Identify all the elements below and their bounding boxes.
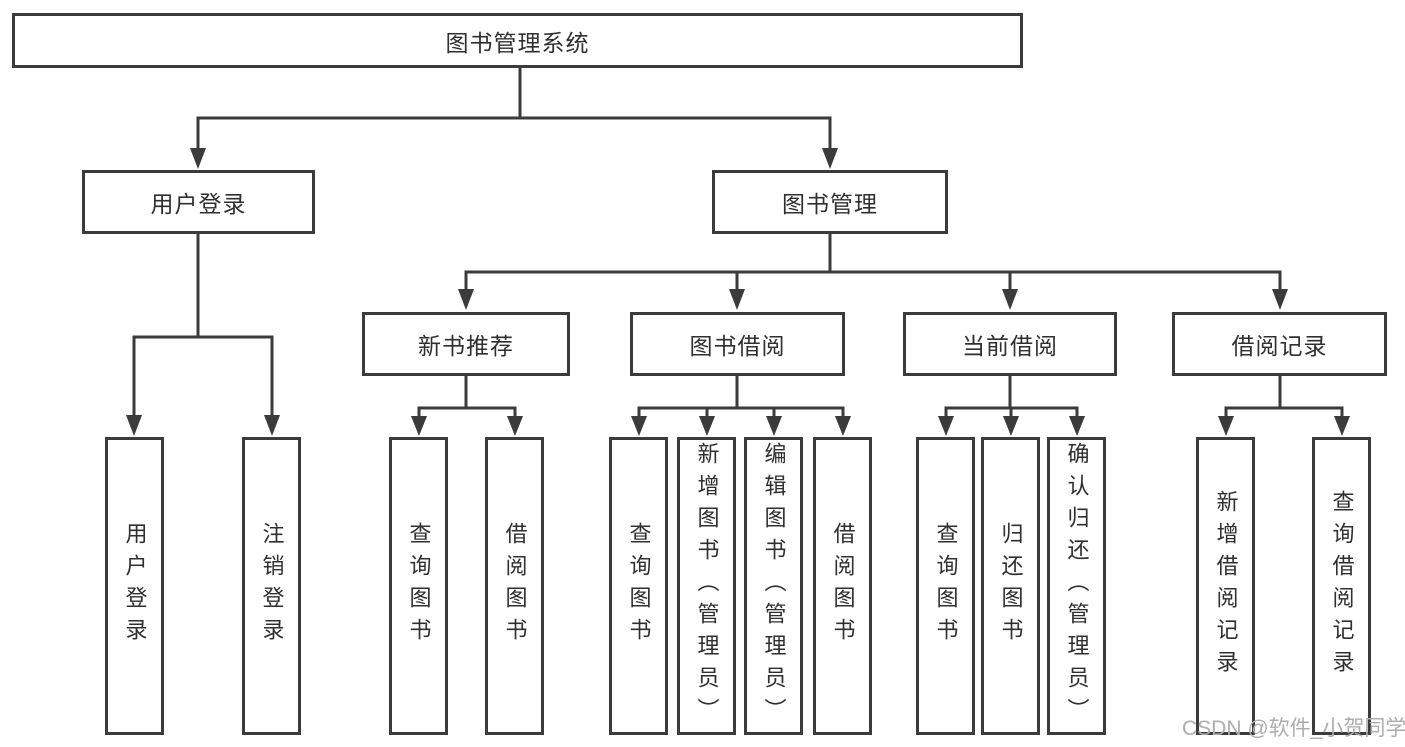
node-book-management-branch-label: 图书管理: [782, 191, 878, 217]
node-root-system: 图书管理系统: [12, 13, 1023, 68]
node-leaf-borrow-book-borrow: 借阅图书: [813, 437, 872, 735]
connector-borrow-records-split: [1218, 374, 1350, 436]
csdn-watermark: CSDN @软件_小贺同学: [1182, 717, 1405, 740]
node-leaf-borrow-book-recommend: 借阅图书: [485, 437, 544, 735]
node-leaf-return-book-label: 归还图书: [998, 522, 1024, 650]
node-leaf-edit-book-admin-label: 编辑图书（管理员）: [761, 442, 787, 730]
node-leaf-user-login-label: 用户登录: [122, 522, 148, 650]
node-leaf-query-book-recommend-label: 查询图书: [406, 522, 432, 650]
node-leaf-return-book: 归还图书: [981, 437, 1040, 735]
node-root-system-label: 图书管理系统: [445, 29, 590, 56]
node-leaf-add-book-admin-label: 新增图书（管理员）: [694, 442, 720, 730]
node-leaf-query-book-current: 查询图书: [916, 437, 975, 735]
node-book-management-branch: 图书管理: [712, 170, 948, 234]
node-leaf-query-book-borrow: 查询图书: [609, 437, 668, 735]
node-leaf-query-book-current-label: 查询图书: [933, 522, 959, 650]
node-leaf-logout-label: 注销登录: [259, 522, 285, 650]
node-leaf-logout: 注销登录: [242, 437, 301, 735]
node-user-login-branch-label: 用户登录: [150, 191, 247, 217]
node-new-book-recommend-label: 新书推荐: [418, 333, 514, 359]
node-book-borrow-label: 图书借阅: [689, 333, 786, 359]
connector-root-split: [190, 66, 838, 169]
node-leaf-add-book-admin: 新增图书（管理员）: [677, 437, 736, 735]
node-leaf-query-book-recommend: 查询图书: [389, 437, 448, 735]
node-leaf-edit-book-admin: 编辑图书（管理员）: [744, 437, 803, 735]
node-borrow-records-label: 借阅记录: [1231, 333, 1328, 359]
connector-user-login-split: [126, 232, 280, 436]
node-user-login-branch: 用户登录: [82, 170, 315, 234]
node-leaf-borrow-book-recommend-label: 借阅图书: [502, 522, 528, 650]
connector-new-book-split: [411, 374, 523, 436]
node-leaf-add-borrow-record-label: 新增借阅记录: [1213, 490, 1239, 682]
connector-current-borrow-split: [938, 374, 1085, 436]
node-current-borrow: 当前借阅: [903, 312, 1117, 376]
connector-book-borrow-split: [631, 374, 851, 436]
connector-book-management-split: [458, 232, 1288, 310]
node-leaf-query-borrow-record: 查询借阅记录: [1312, 437, 1371, 735]
node-leaf-confirm-return-admin-label: 确认归还（管理员）: [1064, 442, 1090, 730]
node-new-book-recommend: 新书推荐: [362, 312, 570, 376]
node-current-borrow-label: 当前借阅: [962, 333, 1058, 359]
node-borrow-records: 借阅记录: [1172, 312, 1387, 376]
node-leaf-confirm-return-admin: 确认归还（管理员）: [1047, 437, 1106, 735]
node-leaf-query-borrow-record-label: 查询借阅记录: [1329, 490, 1355, 682]
node-leaf-user-login: 用户登录: [105, 437, 164, 735]
node-leaf-borrow-book-borrow-label: 借阅图书: [830, 522, 856, 650]
node-leaf-query-book-borrow-label: 查询图书: [626, 522, 652, 650]
node-leaf-add-borrow-record: 新增借阅记录: [1196, 437, 1255, 735]
node-book-borrow: 图书借阅: [630, 312, 845, 376]
